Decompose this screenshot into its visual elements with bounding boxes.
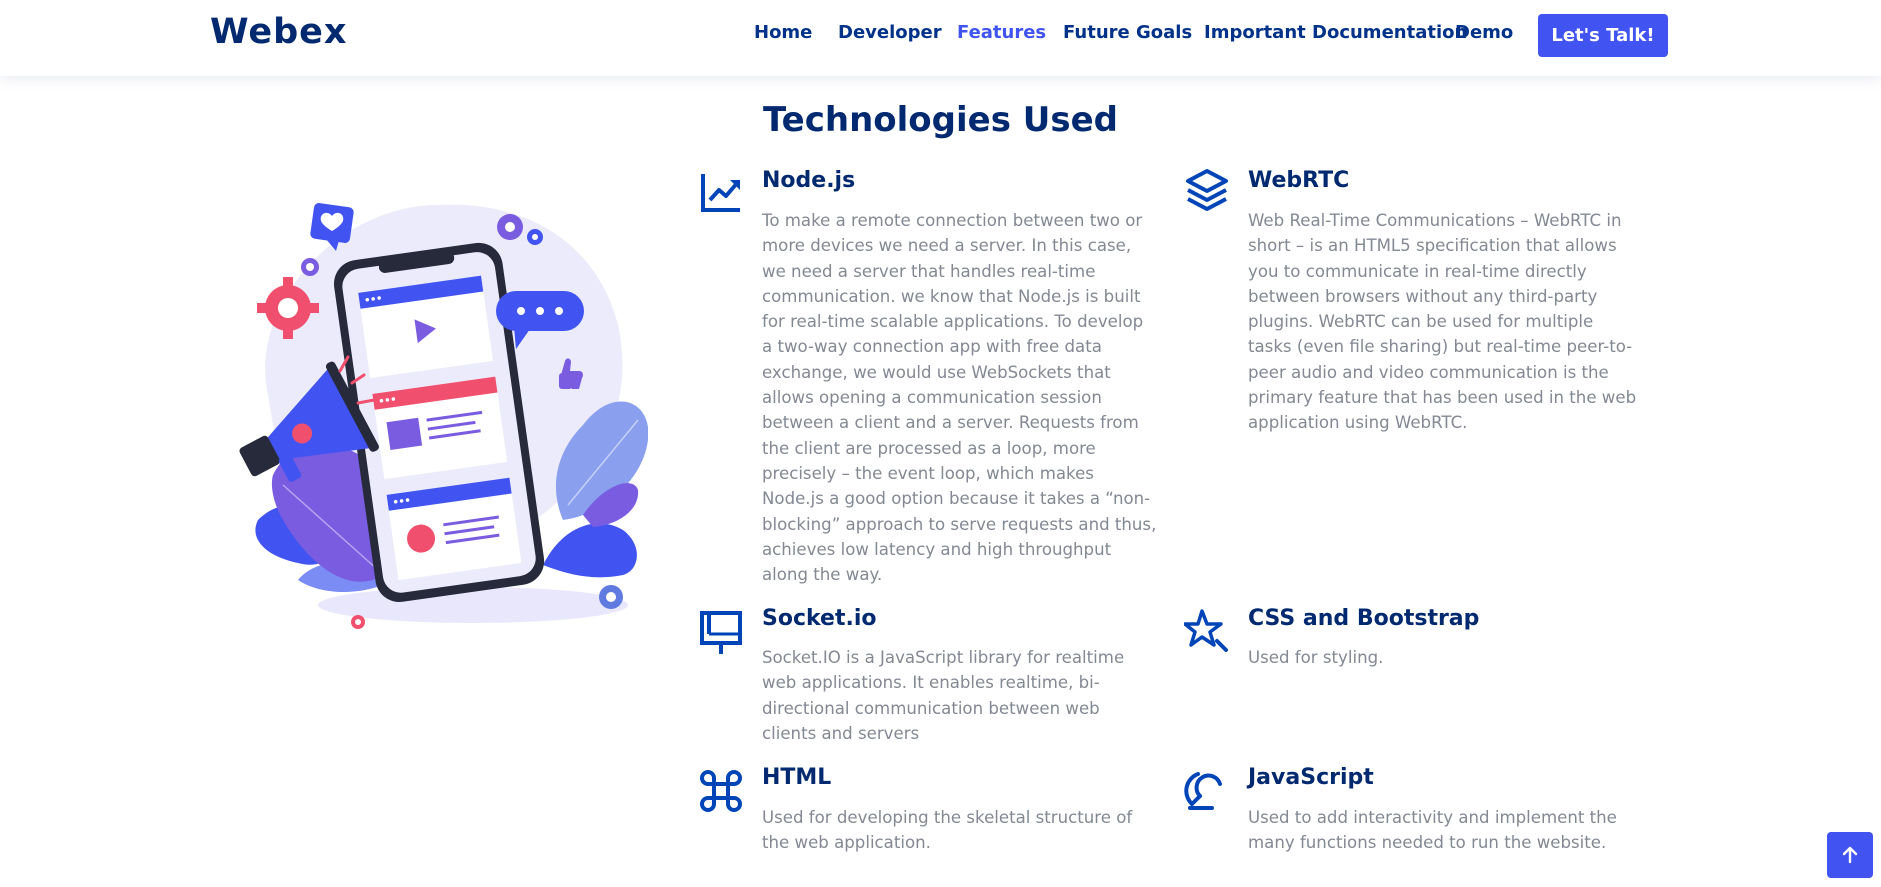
nav-link-features[interactable]: Features xyxy=(957,22,1047,43)
lets-talk-button[interactable]: Let's Talk! xyxy=(1538,14,1668,57)
site-header: Webex Home Developer Features Future Goa… xyxy=(0,0,1881,76)
nav-link-developer[interactable]: Developer xyxy=(838,22,942,43)
nav-link-important-documentation[interactable]: Important Documentation xyxy=(1204,22,1468,43)
feature-title-socketio: Socket.io xyxy=(762,606,877,631)
feature-title-javascript: JavaScript xyxy=(1248,765,1374,790)
magic-star-icon xyxy=(1184,609,1228,652)
feature-text-css-bootstrap: Used for styling. xyxy=(1248,648,1384,667)
back-to-top-button[interactable] xyxy=(1827,832,1873,878)
feature-title-css-bootstrap: CSS and Bootstrap xyxy=(1248,606,1480,631)
nav-link-future-goals[interactable]: Future Goals xyxy=(1063,22,1193,43)
features-illustration xyxy=(239,203,648,629)
feature-text-socketio: Socket.IO is a JavaScript library for re… xyxy=(762,648,1125,743)
graph-up-icon xyxy=(701,174,740,212)
nav-link-demo[interactable]: Demo xyxy=(1455,22,1514,43)
feature-title-html: HTML xyxy=(762,765,832,790)
feature-text-webrtc: Web Real-Time Communications – WebRTC in… xyxy=(1248,211,1637,433)
easel-icon xyxy=(700,611,742,654)
feature-text-html: Used for developing the skeletal structu… xyxy=(762,808,1133,853)
arrow-up-icon xyxy=(1842,846,1858,864)
command-icon xyxy=(700,770,742,812)
radar-icon xyxy=(1184,772,1222,810)
section-title: Technologies Used xyxy=(762,100,1119,140)
feature-title-nodejs: Node.js xyxy=(762,168,856,193)
site-logo[interactable]: Webex xyxy=(210,12,348,52)
layers-icon xyxy=(1186,169,1228,211)
nav-link-home[interactable]: Home xyxy=(754,22,813,43)
feature-text-nodejs: To make a remote connection between two … xyxy=(762,211,1157,585)
main-nav: Home Developer Features Future Goals Imp… xyxy=(0,22,1881,52)
feature-text-javascript: Used to add interactivity and implement … xyxy=(1248,808,1617,853)
feature-title-webrtc: WebRTC xyxy=(1248,168,1350,193)
